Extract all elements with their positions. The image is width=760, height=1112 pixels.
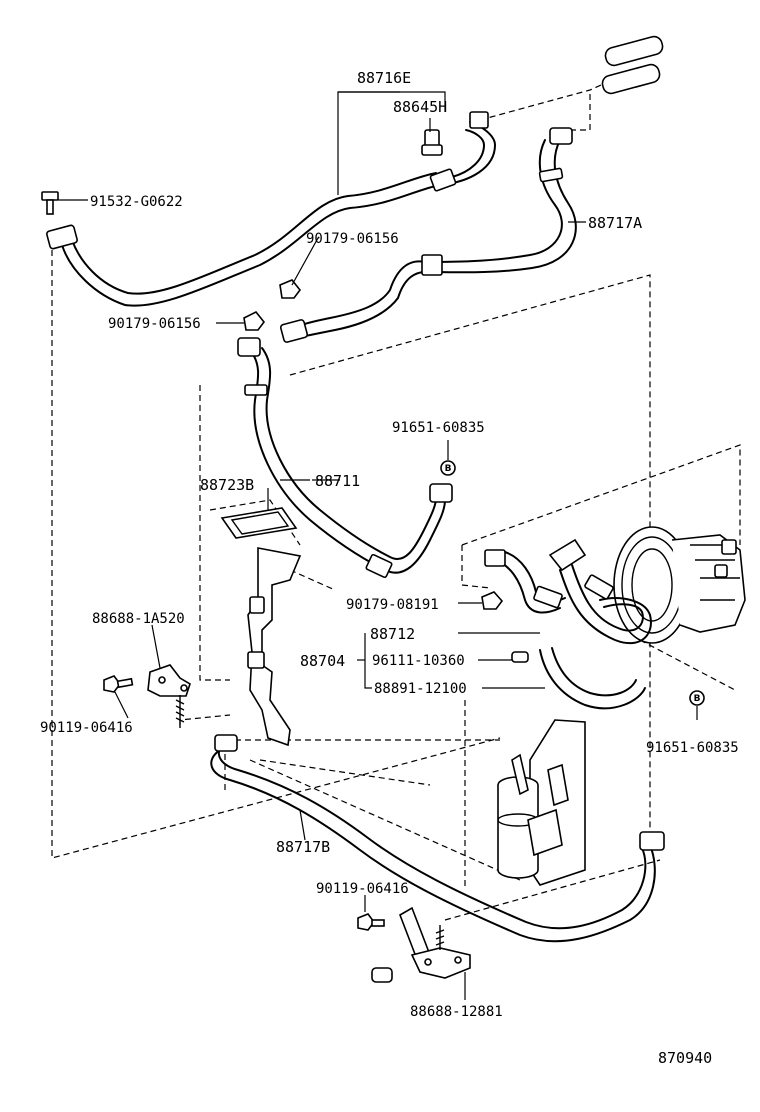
label-88688-12881: 88688-12881	[410, 1004, 503, 1020]
clamp-lower	[371, 967, 393, 983]
label-88891-12100: 88891-12100	[374, 681, 467, 697]
label-90179-06156-lower: 90179-06156	[108, 316, 201, 332]
hose-end-fitting	[237, 337, 261, 357]
nut-90179-06156-lower	[243, 310, 266, 331]
label-88704: 88704	[300, 652, 345, 670]
bolt-90119-left	[103, 675, 134, 693]
label-96111-10360: 96111-10360	[372, 653, 465, 669]
marker-b-lower: B	[689, 690, 705, 706]
hose-end-fitting	[639, 831, 665, 851]
label-88717B: 88717B	[276, 838, 330, 856]
label-88716E: 88716E	[357, 69, 411, 87]
label-88712: 88712	[370, 625, 415, 643]
bracket-88688-1A520	[147, 664, 191, 728]
hose-end-fitting	[429, 483, 453, 503]
bolt-90119-lower	[357, 913, 385, 931]
receiver-dryer	[497, 719, 586, 886]
label-88645H: 88645H	[393, 98, 447, 116]
hose-joint	[429, 168, 457, 192]
service-valve-88645H	[421, 129, 443, 156]
hose-ferrule	[533, 585, 563, 609]
label-88717A: 88717A	[588, 214, 642, 232]
label-90119-06416-left: 90119-06416	[40, 720, 133, 736]
hose-ferrule	[244, 384, 268, 396]
hose-88717A	[279, 127, 577, 343]
hose-ferrule	[365, 553, 393, 579]
hose-88711	[237, 337, 453, 579]
bolt-91532	[41, 191, 59, 215]
hose-88717B	[210, 734, 665, 943]
hose-ferrule	[421, 254, 443, 276]
part-labels: 88716E 88645H 91532-G0622 88717A 90179-0…	[40, 69, 739, 1067]
leader-lines	[58, 91, 698, 1000]
nut-90179-08191	[481, 591, 504, 610]
label-88711: 88711	[315, 472, 360, 490]
hose-end-nut	[469, 111, 489, 129]
hose-end-fitting	[484, 549, 506, 567]
hose-end-fitting	[46, 224, 78, 250]
bracket-88688-12881	[399, 906, 471, 979]
hose-88716E	[46, 111, 496, 307]
label-91651-60835-lower: 91651-60835	[646, 740, 739, 756]
hose-end-fitting	[279, 319, 309, 343]
figure-number: 870940	[658, 1049, 712, 1067]
label-90119-06416-lower: 90119-06416	[316, 881, 409, 897]
label-88723B: 88723B	[200, 476, 254, 494]
label-90179-08191: 90179-08191	[346, 597, 439, 613]
seal-88723B	[220, 507, 298, 539]
label-91651-60835-upper: 91651-60835	[392, 420, 485, 436]
label-90179-06156-upper: 90179-06156	[306, 231, 399, 247]
hose-end-fitting	[214, 734, 238, 752]
label-91532-G0622: 91532-G0622	[90, 194, 183, 210]
condenser-bracket	[247, 547, 302, 747]
marker-b-text: B	[445, 464, 452, 474]
marker-b-upper: B	[440, 460, 456, 476]
nut-90179-06156-upper	[279, 279, 302, 299]
compressor	[548, 526, 746, 644]
hose-ferrule	[584, 574, 614, 600]
hose-ferrule	[538, 167, 564, 183]
hose-88712	[484, 549, 652, 710]
clip-96111	[511, 651, 529, 663]
compressor-port-fittings	[601, 35, 664, 95]
hose-end-fitting	[549, 127, 573, 145]
label-88688-1A520: 88688-1A520	[92, 611, 185, 627]
marker-b-text: B	[694, 694, 701, 704]
